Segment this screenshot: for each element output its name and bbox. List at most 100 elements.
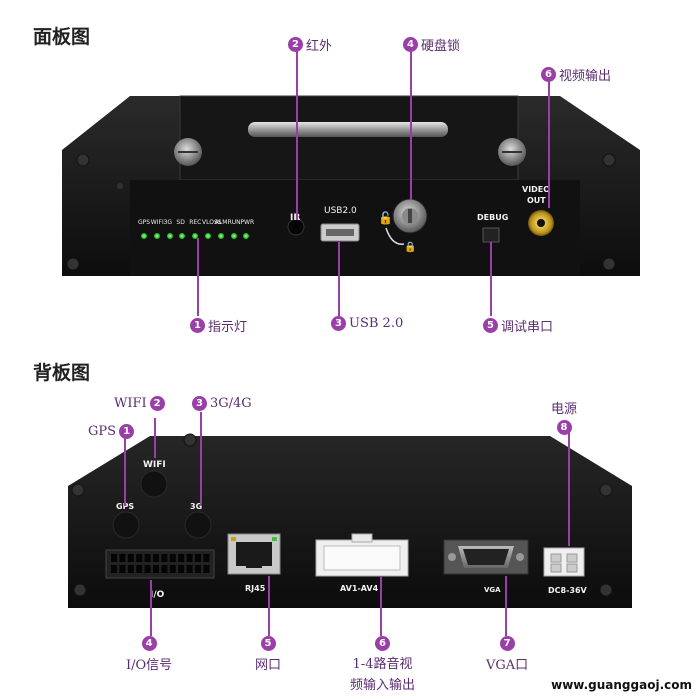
callout-number: 3 [331, 316, 346, 331]
callout-number: 5 [260, 636, 276, 651]
callout-line-io [150, 580, 152, 636]
callout-line-usb [338, 242, 340, 316]
rj45-port-label: RJ45 [245, 584, 266, 593]
io-pin [169, 554, 176, 562]
led-run [230, 233, 237, 239]
led-alm [217, 233, 224, 239]
back-callout-3: 3 3G/4G [192, 396, 252, 411]
back-callout-5: 5 网口 [255, 636, 281, 673]
back-callout-6: 6 1-4路音视 频输入输出 [350, 636, 415, 693]
callout-number: 6 [541, 67, 556, 82]
video-out-label-2: OUT [527, 196, 546, 205]
callout-text-line2: 频输入输出 [350, 678, 416, 693]
callout-text: GPS [88, 424, 117, 439]
led-wifi [153, 233, 160, 239]
back-panel-title: 背板图 [33, 362, 91, 384]
callout-text: VGA口 [486, 658, 529, 673]
io-pin [111, 554, 117, 562]
back-callout-2: WIFI 2 [114, 396, 165, 411]
io-pin [203, 554, 210, 562]
io-pin [186, 565, 193, 573]
io-pin [186, 554, 193, 562]
io-pin [127, 565, 134, 573]
led-sd [179, 233, 186, 239]
callout-number: 1 [190, 318, 205, 333]
front-callout-2: 2 红外 [288, 35, 332, 54]
io-pin [178, 565, 185, 573]
io-pin [178, 554, 185, 562]
callout-line-debug [490, 242, 492, 316]
callout-number: 1 [119, 424, 135, 439]
video-out-label-1: VIDEO [522, 185, 551, 194]
io-pin [111, 565, 117, 573]
led-3g [166, 233, 173, 239]
front-callout-5: 5 调试串口 [483, 316, 553, 335]
front-panel-title: 面板图 [33, 26, 91, 48]
callout-text: 3G/4G [210, 396, 252, 411]
wifi-port-label: WIFI [143, 460, 166, 470]
callout-number: 7 [499, 636, 515, 651]
io-pin [127, 554, 134, 562]
led-pwr [243, 233, 250, 239]
gps-port-label: GPS [116, 502, 135, 511]
callout-text: WIFI [114, 396, 147, 411]
led-label-sd: SD [176, 219, 185, 226]
dc-port-label: DC8-36V [548, 586, 587, 595]
callout-number: 2 [149, 396, 165, 411]
led-label-run: RUN [227, 219, 241, 226]
io-pin [153, 554, 159, 562]
callout-text: 红外 [306, 39, 333, 54]
io-pin [195, 565, 201, 573]
callout-line-video [548, 80, 550, 208]
led-label-3g: 3G [163, 219, 173, 226]
front-callout-6: 6 视频输出 [541, 65, 611, 84]
callout-line-rj45 [268, 576, 270, 636]
callout-text: 1-4路音视 [352, 657, 413, 672]
callout-text: 硬盘锁 [421, 39, 461, 54]
callout-line-lock [410, 50, 412, 200]
callout-line-av [380, 576, 382, 636]
io-pin [195, 554, 201, 562]
callout-line-3g [200, 412, 202, 504]
callout-line-vga [505, 576, 507, 636]
svg-text:🔒: 🔒 [404, 241, 416, 253]
back-callout-1: GPS 1 [88, 424, 135, 439]
led-label-pwr: PWR [240, 219, 255, 226]
callout-number: 2 [288, 37, 303, 52]
callout-line-gps [124, 438, 126, 506]
callout-number: 8 [556, 420, 572, 435]
back-callout-4: 4 I/O信号 [126, 636, 172, 673]
front-callout-4: 4 硬盘锁 [403, 35, 460, 54]
callout-number: 4 [141, 636, 157, 651]
callout-text: 电源 [551, 402, 578, 417]
callout-text: 网口 [255, 658, 282, 673]
watermark: www.guanggaoj.com [551, 678, 692, 692]
led-label-wifi: WIFI [150, 219, 164, 226]
led-label-alm: ALM [214, 219, 228, 226]
back-callout-8: 电源 8 [551, 398, 577, 435]
debug-label: DEBUG [477, 213, 509, 222]
back-callout-7: 7 VGA口 [486, 636, 528, 673]
front-callout-3: 3 USB 2.0 [331, 316, 403, 331]
led-label-rec: REC [189, 219, 202, 226]
io-pin [119, 565, 126, 573]
io-pin [161, 565, 168, 573]
io-pin [169, 565, 176, 573]
callout-line-wifi [154, 418, 156, 458]
callout-text: 视频输出 [559, 69, 612, 84]
front-callout-1: 1 指示灯 [190, 316, 247, 335]
usb-label: USB2.0 [324, 206, 357, 216]
led-vloss [205, 233, 211, 239]
io-pin [136, 565, 143, 573]
io-pin [144, 554, 151, 562]
svg-text:🔓: 🔓 [378, 211, 393, 225]
callout-text: USB 2.0 [349, 316, 404, 331]
io-pin [119, 554, 126, 562]
ir-label: IR [290, 213, 300, 223]
callout-number: 5 [483, 318, 498, 333]
callout-number: 4 [403, 37, 418, 52]
callout-number: 6 [375, 636, 390, 651]
callout-text: 调试串口 [501, 320, 554, 335]
callout-text: I/O信号 [126, 658, 173, 673]
